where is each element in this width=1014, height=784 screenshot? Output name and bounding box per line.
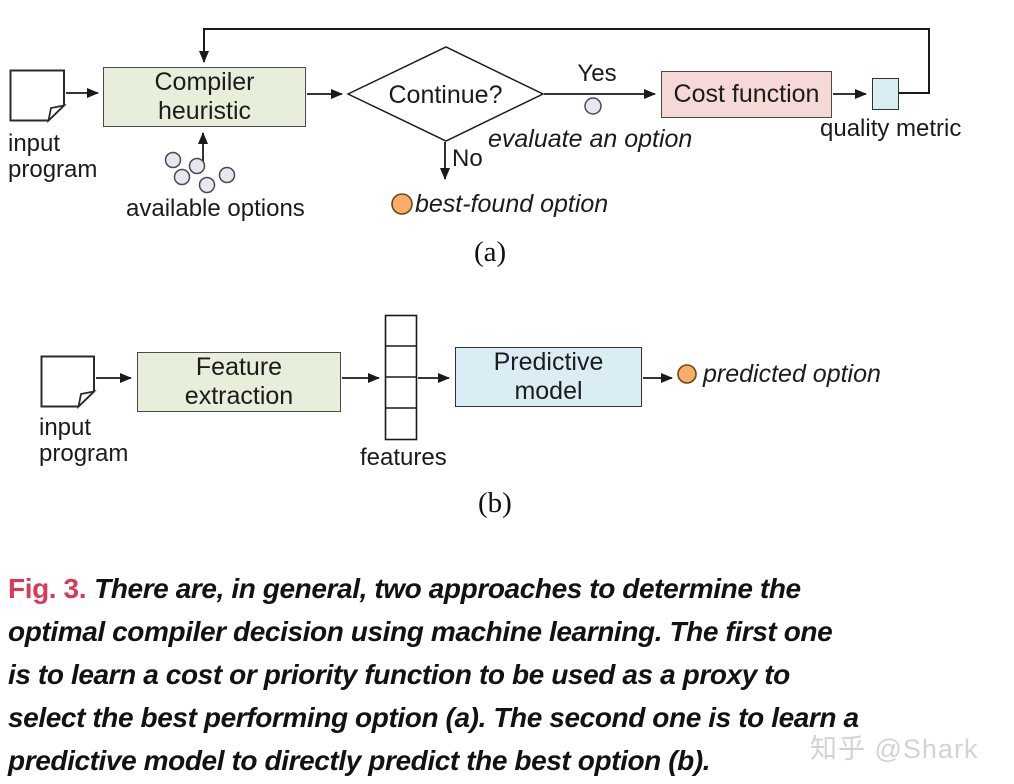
input-program-label-a: input program: [8, 130, 98, 183]
input-program-icon: [40, 355, 97, 410]
available-options-circles: [164, 151, 236, 194]
features-label: features: [360, 444, 447, 471]
cost-function-box: Cost function: [661, 71, 832, 118]
evaluate-option-label: evaluate an option: [488, 125, 693, 153]
feedback-loop-line: [199, 28, 930, 94]
best-found-option-circle: [391, 193, 413, 215]
evaluate-option-circle: [584, 97, 602, 115]
predictive-model-box: Predictive model: [455, 347, 642, 407]
compiler-heuristic-box: Compiler heuristic: [103, 67, 306, 127]
available-options-label: available options: [126, 195, 305, 222]
feature-extraction-box: Feature extraction: [137, 352, 341, 412]
cost-function-label: Cost function: [673, 80, 820, 108]
continue-label: Continue?: [388, 81, 503, 109]
panel-a-label: (a): [474, 236, 507, 268]
yes-label: Yes: [577, 60, 617, 87]
caption-line: select the best performing option (a). T…: [8, 702, 859, 733]
predicted-option-label: predicted option: [703, 360, 881, 388]
option-circle: [218, 166, 236, 184]
features-vector: [384, 314, 418, 441]
quality-metric-label: quality metric: [820, 115, 962, 142]
caption-text: There are, in general, two approaches to…: [94, 573, 801, 604]
panel-b-label: (b): [478, 487, 512, 519]
predicted-option-circle: [677, 364, 697, 384]
quality-metric-square: [872, 78, 899, 110]
figure-caption: Fig. 3.There are, in general, two approa…: [8, 567, 1012, 782]
caption-line: Fig. 3.There are, in general, two approa…: [8, 567, 1012, 610]
zhihu-watermark: 知乎 @Shark: [810, 734, 979, 764]
option-circle: [198, 176, 216, 194]
input-program-icon: [9, 69, 67, 124]
input-program-label-b: input program: [39, 414, 129, 467]
caption-line: predictive model to directly predict the…: [8, 745, 711, 776]
no-label: No: [452, 145, 483, 172]
figure-number: Fig. 3.: [8, 573, 87, 604]
continue-decision-diamond: [346, 46, 545, 142]
caption-line: optimal compiler decision using machine …: [8, 616, 833, 647]
option-circle: [164, 151, 182, 169]
feature-extraction-label: Feature extraction: [184, 353, 294, 410]
predictive-model-label: Predictive model: [493, 348, 604, 405]
option-circle: [173, 168, 191, 186]
option-circle: [188, 157, 206, 175]
caption-line: is to learn a cost or priority function …: [8, 659, 790, 690]
compiler-heuristic-label: Compiler heuristic: [154, 68, 255, 125]
best-found-option-label: best-found option: [415, 190, 609, 218]
